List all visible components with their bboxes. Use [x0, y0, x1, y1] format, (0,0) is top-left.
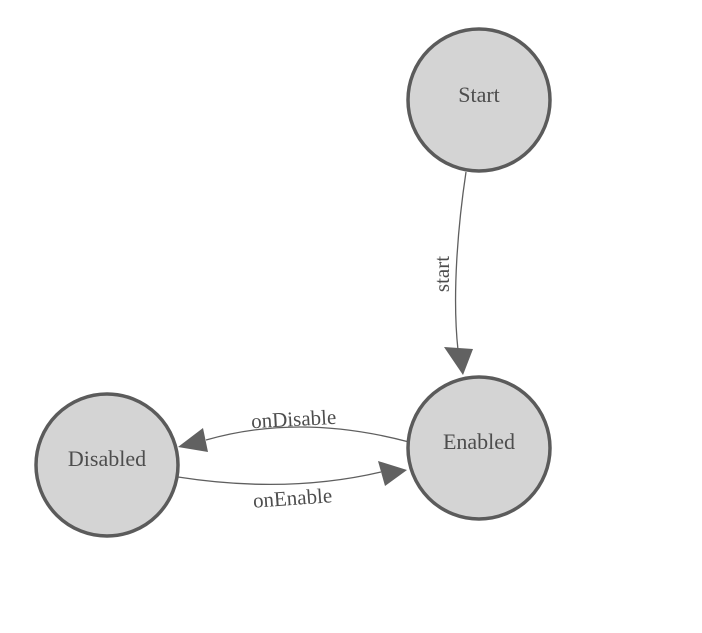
edge-start: start [430, 171, 473, 375]
arrowhead-down-icon [444, 347, 473, 375]
node-disabled-label: Disabled [68, 446, 146, 471]
edge-onDisable: onDisable [178, 405, 410, 452]
edge-onEnable: onEnable [177, 461, 407, 513]
arrowhead-left-icon [178, 428, 208, 452]
edge-start-line [454, 171, 467, 351]
node-enabled-circle [406, 375, 552, 521]
node-start: Start [406, 27, 552, 173]
edge-onEnable-label: onEnable [252, 483, 333, 512]
node-start-label: Start [458, 82, 500, 107]
edge-onEnable-line [177, 471, 382, 486]
node-disabled: Disabled [34, 392, 180, 538]
node-enabled-label: Enabled [443, 429, 515, 454]
node-start-circle [406, 27, 552, 173]
arrowhead-right-icon [378, 461, 407, 486]
edge-start-label: start [430, 256, 454, 292]
node-enabled: Enabled [406, 375, 552, 521]
node-disabled-circle [34, 392, 180, 538]
edge-onDisable-label: onDisable [250, 405, 336, 433]
edge-onDisable-line [205, 426, 410, 443]
